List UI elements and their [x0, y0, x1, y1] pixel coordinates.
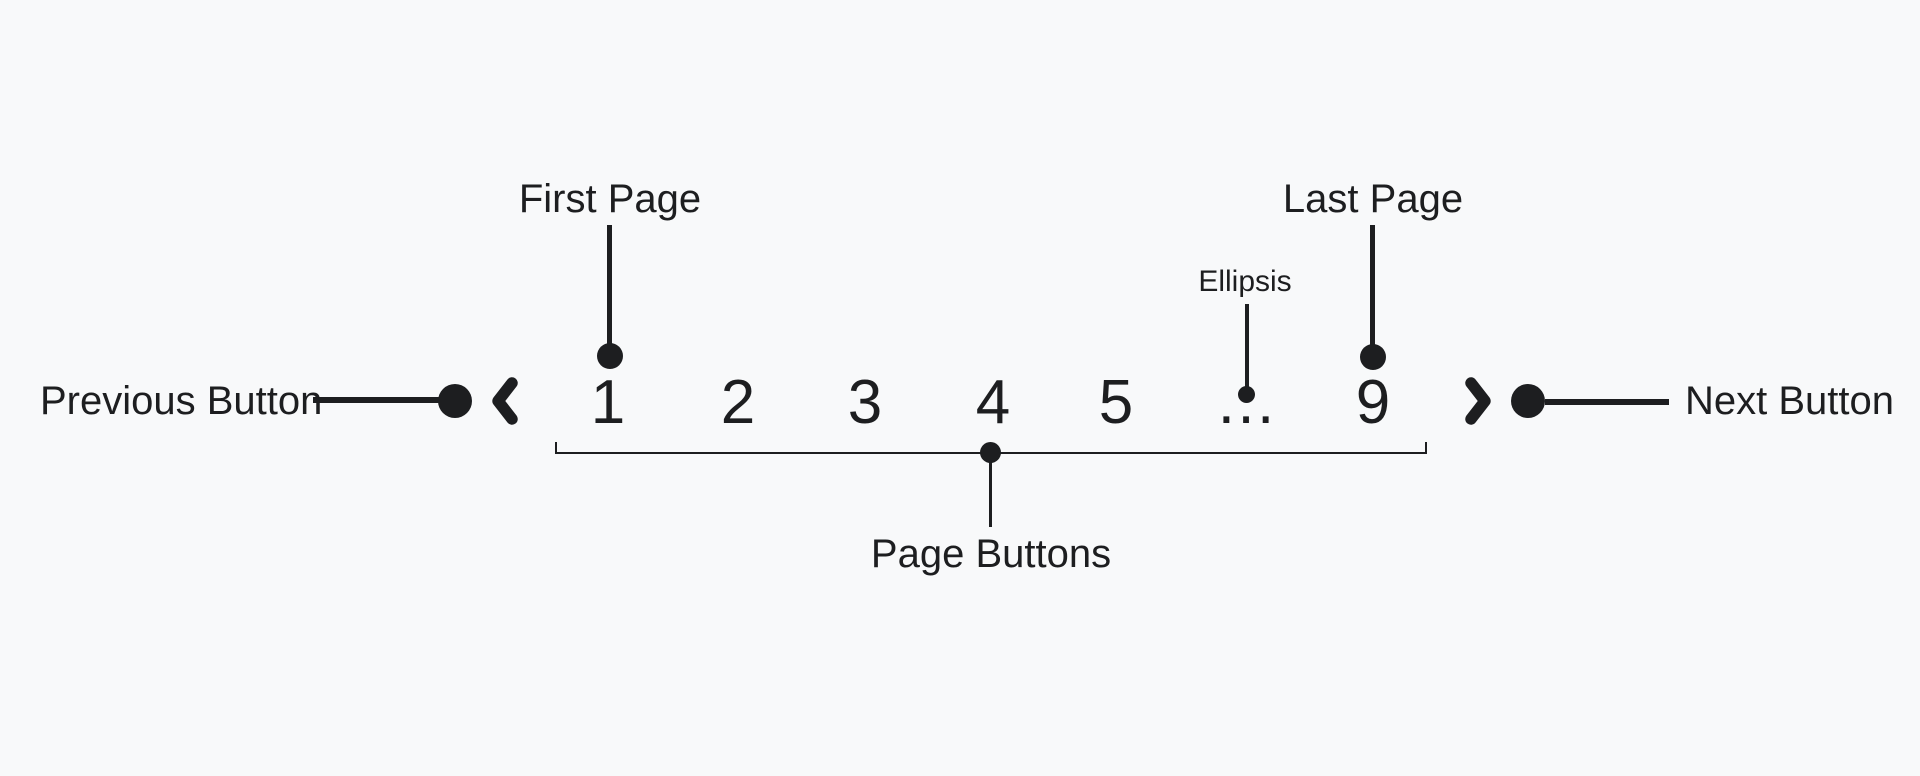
page-buttons-label: Page Buttons [870, 532, 1112, 576]
page-button-4[interactable]: 4 [975, 368, 1011, 437]
page-buttons-callout-line [989, 453, 992, 527]
first-page-label: First Page [518, 177, 702, 221]
next-button-label: Next Button [1685, 379, 1895, 423]
ellipsis-label: Ellipsis [1198, 265, 1292, 298]
chevron-right-icon[interactable] [1464, 376, 1494, 426]
first-page-callout-dot [597, 343, 623, 369]
previous-button-label: Previous Button [40, 379, 323, 423]
chevron-left-icon[interactable] [489, 376, 519, 426]
last-page-label: Last Page [1282, 177, 1464, 221]
page-button-5[interactable]: 5 [1098, 368, 1134, 437]
last-page-callout-line [1370, 225, 1375, 357]
ellipsis-callout-line [1245, 304, 1249, 388]
page-button-2[interactable]: 2 [720, 368, 756, 437]
first-page-callout-line [607, 225, 612, 356]
previous-anchor-dot [438, 384, 472, 418]
last-page-callout-dot [1360, 344, 1386, 370]
ellipsis-callout-dot [1238, 386, 1255, 403]
page-button-1[interactable]: 1 [590, 368, 626, 437]
page-button-9[interactable]: 9 [1355, 368, 1391, 437]
page-button-3[interactable]: 3 [847, 368, 883, 437]
next-anchor-dot [1511, 384, 1545, 418]
next-callout-line [1545, 399, 1669, 405]
previous-callout-line [313, 397, 457, 403]
page-buttons-callout-dot [980, 442, 1001, 463]
